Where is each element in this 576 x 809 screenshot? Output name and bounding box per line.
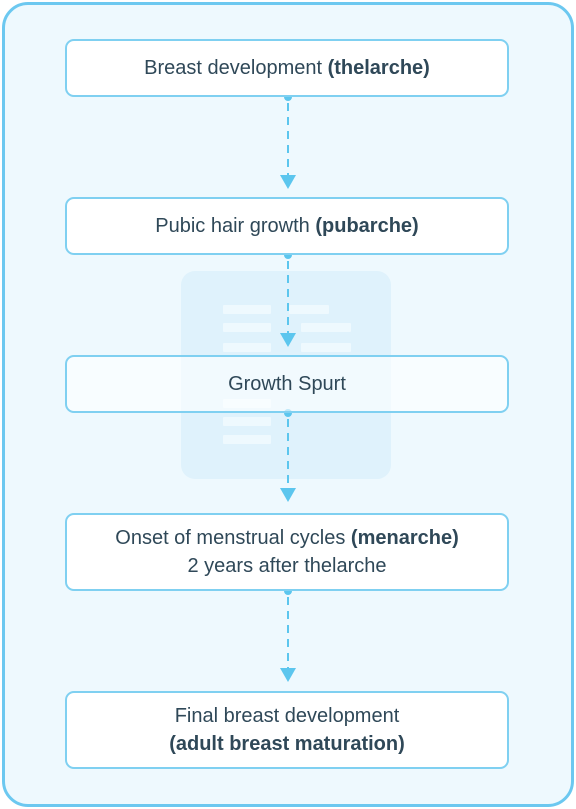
step-box-adult-maturation: Final breast development (adult breast m… [65, 691, 509, 769]
step-label: Breast development [144, 57, 328, 79]
step-label-bold: (adult breast maturation) [169, 733, 405, 755]
step-text-line: Onset of menstrual cycles (menarche) [115, 524, 458, 552]
arrow-down-icon [280, 175, 296, 189]
step-box-thelarche: Breast development (thelarche) [65, 39, 509, 97]
step-label-bold: (thelarche) [327, 57, 430, 79]
step-box-menarche: Onset of menstrual cycles (menarche) 2 y… [65, 513, 509, 591]
step-box-growth-spurt: Growth Spurt [65, 355, 509, 413]
step-label-bold: (menarche) [350, 527, 459, 549]
connector-4 [280, 587, 296, 682]
arrow-down-icon [280, 333, 296, 347]
arrow-down-icon [280, 668, 296, 682]
arrow-down-icon [280, 488, 296, 502]
step-text-line: Breast development (thelarche) [144, 54, 430, 82]
step-label: Growth Spurt [228, 373, 346, 395]
step-text-line: (adult breast maturation) [169, 730, 405, 758]
step-label: Pubic hair growth [155, 215, 316, 237]
step-text-line: Growth Spurt [228, 370, 346, 398]
step-label-bold: (pubarche) [315, 215, 419, 237]
connector-1 [280, 93, 296, 189]
step-box-pubarche: Pubic hair growth (pubarche) [65, 197, 509, 255]
step-label: Onset of menstrual cycles [115, 527, 351, 549]
step-label: Final breast development [174, 705, 400, 727]
connector-2 [280, 251, 296, 347]
connector-3 [280, 409, 296, 502]
step-sublabel: 2 years after thelarche [187, 555, 387, 577]
step-text-line: Pubic hair growth (pubarche) [155, 212, 418, 240]
